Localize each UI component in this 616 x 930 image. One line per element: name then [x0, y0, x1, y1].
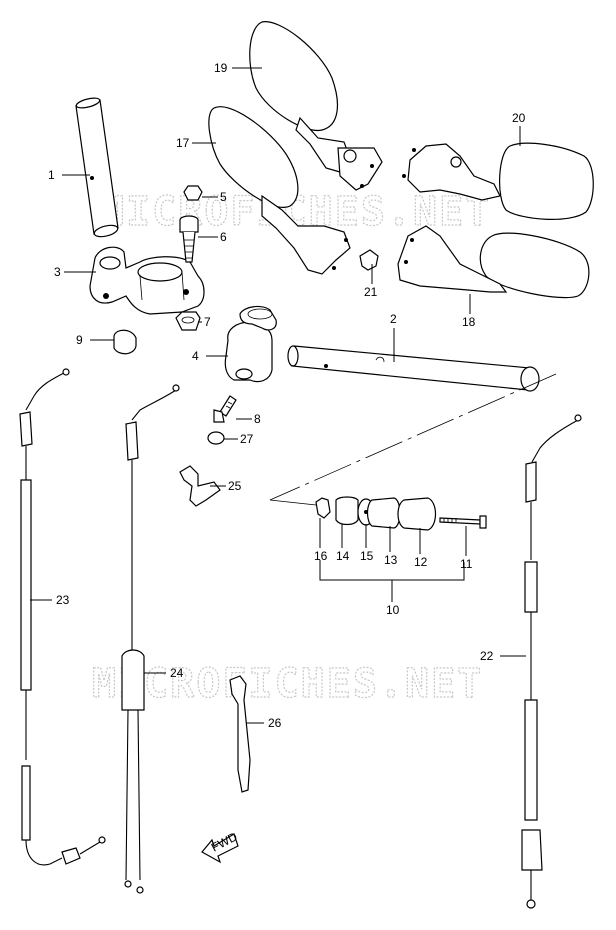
callout-4: 4 [192, 349, 199, 363]
callout-3: 3 [54, 265, 61, 279]
fwd-arrow-icon: FWD [201, 829, 240, 864]
callout-2: 2 [390, 312, 397, 326]
part-7-nut [175, 311, 201, 331]
callout-18: 18 [462, 315, 476, 329]
part-22-throttle-cable [521, 414, 582, 909]
part-18-mirror [397, 225, 590, 299]
part-4-lower-holder [224, 305, 277, 383]
callout-10: 10 [386, 603, 400, 617]
part-3-handlebar-holder [89, 246, 205, 315]
callout-14: 14 [336, 549, 350, 563]
callout-24: 24 [170, 666, 184, 680]
callout-9: 9 [76, 333, 83, 347]
callout-19: 19 [214, 61, 228, 75]
part-11-screw [439, 515, 487, 529]
callout-25: 25 [228, 479, 242, 493]
callout-16: 16 [314, 549, 328, 563]
part-14-rubber [335, 496, 359, 526]
callout-13: 13 [384, 553, 398, 567]
callout-27: 27 [240, 432, 254, 446]
part-10-bracket [319, 560, 465, 602]
part-5-cap-nut [183, 185, 203, 201]
part-19-mirror [249, 21, 383, 191]
part-12-weight [397, 497, 437, 531]
callout-1: 1 [48, 168, 55, 182]
part-8-bolt [213, 395, 237, 423]
part-17-mirror [208, 106, 351, 275]
explode-guide-lines [269, 373, 557, 506]
callout-5: 5 [220, 190, 227, 204]
callout-15: 15 [360, 549, 374, 563]
leader-lines [30, 67, 526, 724]
part-16-washer [315, 497, 331, 519]
part-25-bracket [179, 465, 221, 507]
part-2-handlebar [287, 345, 540, 392]
callout-20: 20 [512, 111, 526, 125]
part-24-throttle-cable [121, 384, 180, 894]
part-13-weight [366, 497, 401, 529]
part-21-clip [359, 249, 379, 271]
part-6-bolt [179, 215, 199, 263]
callout-26: 26 [268, 716, 282, 730]
part-1-handlebar-tube [75, 97, 119, 238]
part-23-throttle-cable [19, 368, 106, 866]
part-9-cap [113, 329, 137, 355]
callout-6: 6 [220, 230, 227, 244]
callout-11: 11 [460, 557, 473, 571]
callout-21: 21 [364, 285, 378, 299]
part-20-mirror [402, 142, 594, 220]
callout-23: 23 [56, 593, 70, 607]
callout-22: 22 [480, 649, 494, 663]
callout-7: 7 [204, 315, 211, 329]
part-27-cap [207, 431, 225, 445]
watermark-bottom: MICROFICHES.NET [92, 661, 483, 707]
callout-12: 12 [414, 555, 428, 569]
callout-8: 8 [254, 412, 261, 426]
callouts: 1 19 17 20 3 5 6 7 9 4 2 8 27 21 18 25 1… [48, 61, 526, 730]
callout-17: 17 [176, 136, 190, 150]
part-26-cable-guide [229, 675, 251, 793]
